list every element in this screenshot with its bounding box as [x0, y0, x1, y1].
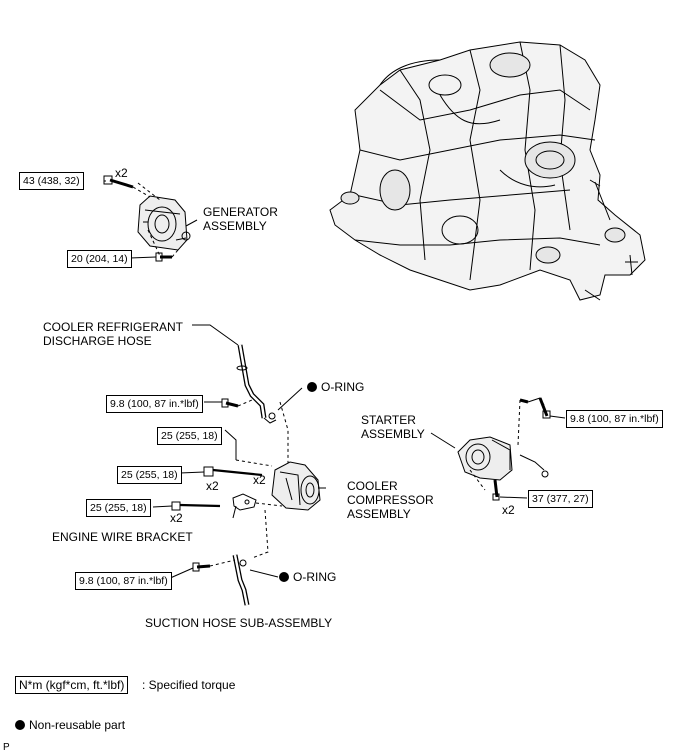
- torque-discharge-hose: 9.8 (100, 87 in.*lbf): [106, 395, 203, 413]
- torque-generator-lower: 20 (204, 14): [67, 250, 132, 268]
- qty-compressor-lower: x2: [170, 511, 183, 525]
- discharge-hose-illustration: [221, 344, 289, 465]
- starter-label: STARTER ASSEMBLY: [361, 413, 425, 441]
- corner-mark: P: [3, 742, 10, 753]
- compressor-label-line3: ASSEMBLY: [347, 507, 411, 521]
- generator-label-line2: ASSEMBLY: [203, 219, 267, 233]
- torque-compressor-lower: 25 (255, 18): [86, 499, 151, 517]
- compressor-label: COOLER COMPRESSOR ASSEMBLY: [347, 479, 434, 521]
- torque-compressor-mid: 25 (255, 18): [117, 466, 182, 484]
- legend-nonreusable-text: Non-reusable part: [29, 718, 126, 732]
- o-ring-top-text: O-RING: [321, 380, 365, 394]
- engine-illustration: [329, 41, 646, 301]
- suction-hose-label: SUCTION HOSE SUB-ASSEMBLY: [145, 616, 333, 630]
- qty-compressor-mid: x2: [206, 479, 219, 493]
- suction-hose-illustration: [192, 509, 269, 606]
- legend-nonreusable: Non-reusable part: [15, 718, 125, 732]
- compressor-label-line2: COMPRESSOR: [347, 493, 434, 507]
- o-ring-label-bottom: O-RING: [279, 570, 336, 584]
- torque-generator-upper: 43 (438, 32): [19, 172, 84, 190]
- discharge-hose-label: COOLER REFRIGERANT DISCHARGE HOSE: [43, 320, 183, 348]
- o-ring-bottom-text: O-RING: [293, 570, 337, 584]
- o-ring-label-top: O-RING: [307, 380, 364, 394]
- qty-starter-lower: x2: [502, 503, 515, 517]
- starter-label-line1: STARTER: [361, 413, 416, 427]
- generator-label-line1: GENERATOR: [203, 205, 278, 219]
- legend-unit-box: N*m (kgf*cm, ft.*lbf): [15, 676, 129, 694]
- qty-generator-upper: x2: [115, 166, 128, 180]
- torque-starter-upper: 9.8 (100, 87 in.*lbf): [566, 410, 663, 428]
- torque-compressor-top: 25 (255, 18): [157, 427, 222, 445]
- starter-illustration: [457, 397, 551, 501]
- compressor-illustration: [171, 459, 321, 519]
- leader-lines: [104, 180, 566, 580]
- qty-compressor-top: x2: [253, 473, 266, 487]
- filled-circle-icon: [15, 720, 25, 730]
- engine-wire-bracket-label: ENGINE WIRE BRACKET: [52, 530, 193, 544]
- nonreusable-dot-icon: [279, 572, 289, 582]
- legend-unit-description: : Specified torque: [142, 678, 236, 692]
- starter-label-line2: ASSEMBLY: [361, 427, 425, 441]
- discharge-hose-label-line1: COOLER REFRIGERANT: [43, 320, 184, 334]
- compressor-label-line1: COOLER: [347, 479, 398, 493]
- torque-starter-lower: 37 (377, 27): [528, 490, 593, 508]
- generator-label: GENERATOR ASSEMBLY: [203, 205, 278, 233]
- torque-suction-hose: 9.8 (100, 87 in.*lbf): [75, 572, 172, 590]
- nonreusable-dot-icon: [307, 382, 317, 392]
- discharge-hose-label-line2: DISCHARGE HOSE: [43, 334, 152, 348]
- generator-illustration: [103, 175, 191, 262]
